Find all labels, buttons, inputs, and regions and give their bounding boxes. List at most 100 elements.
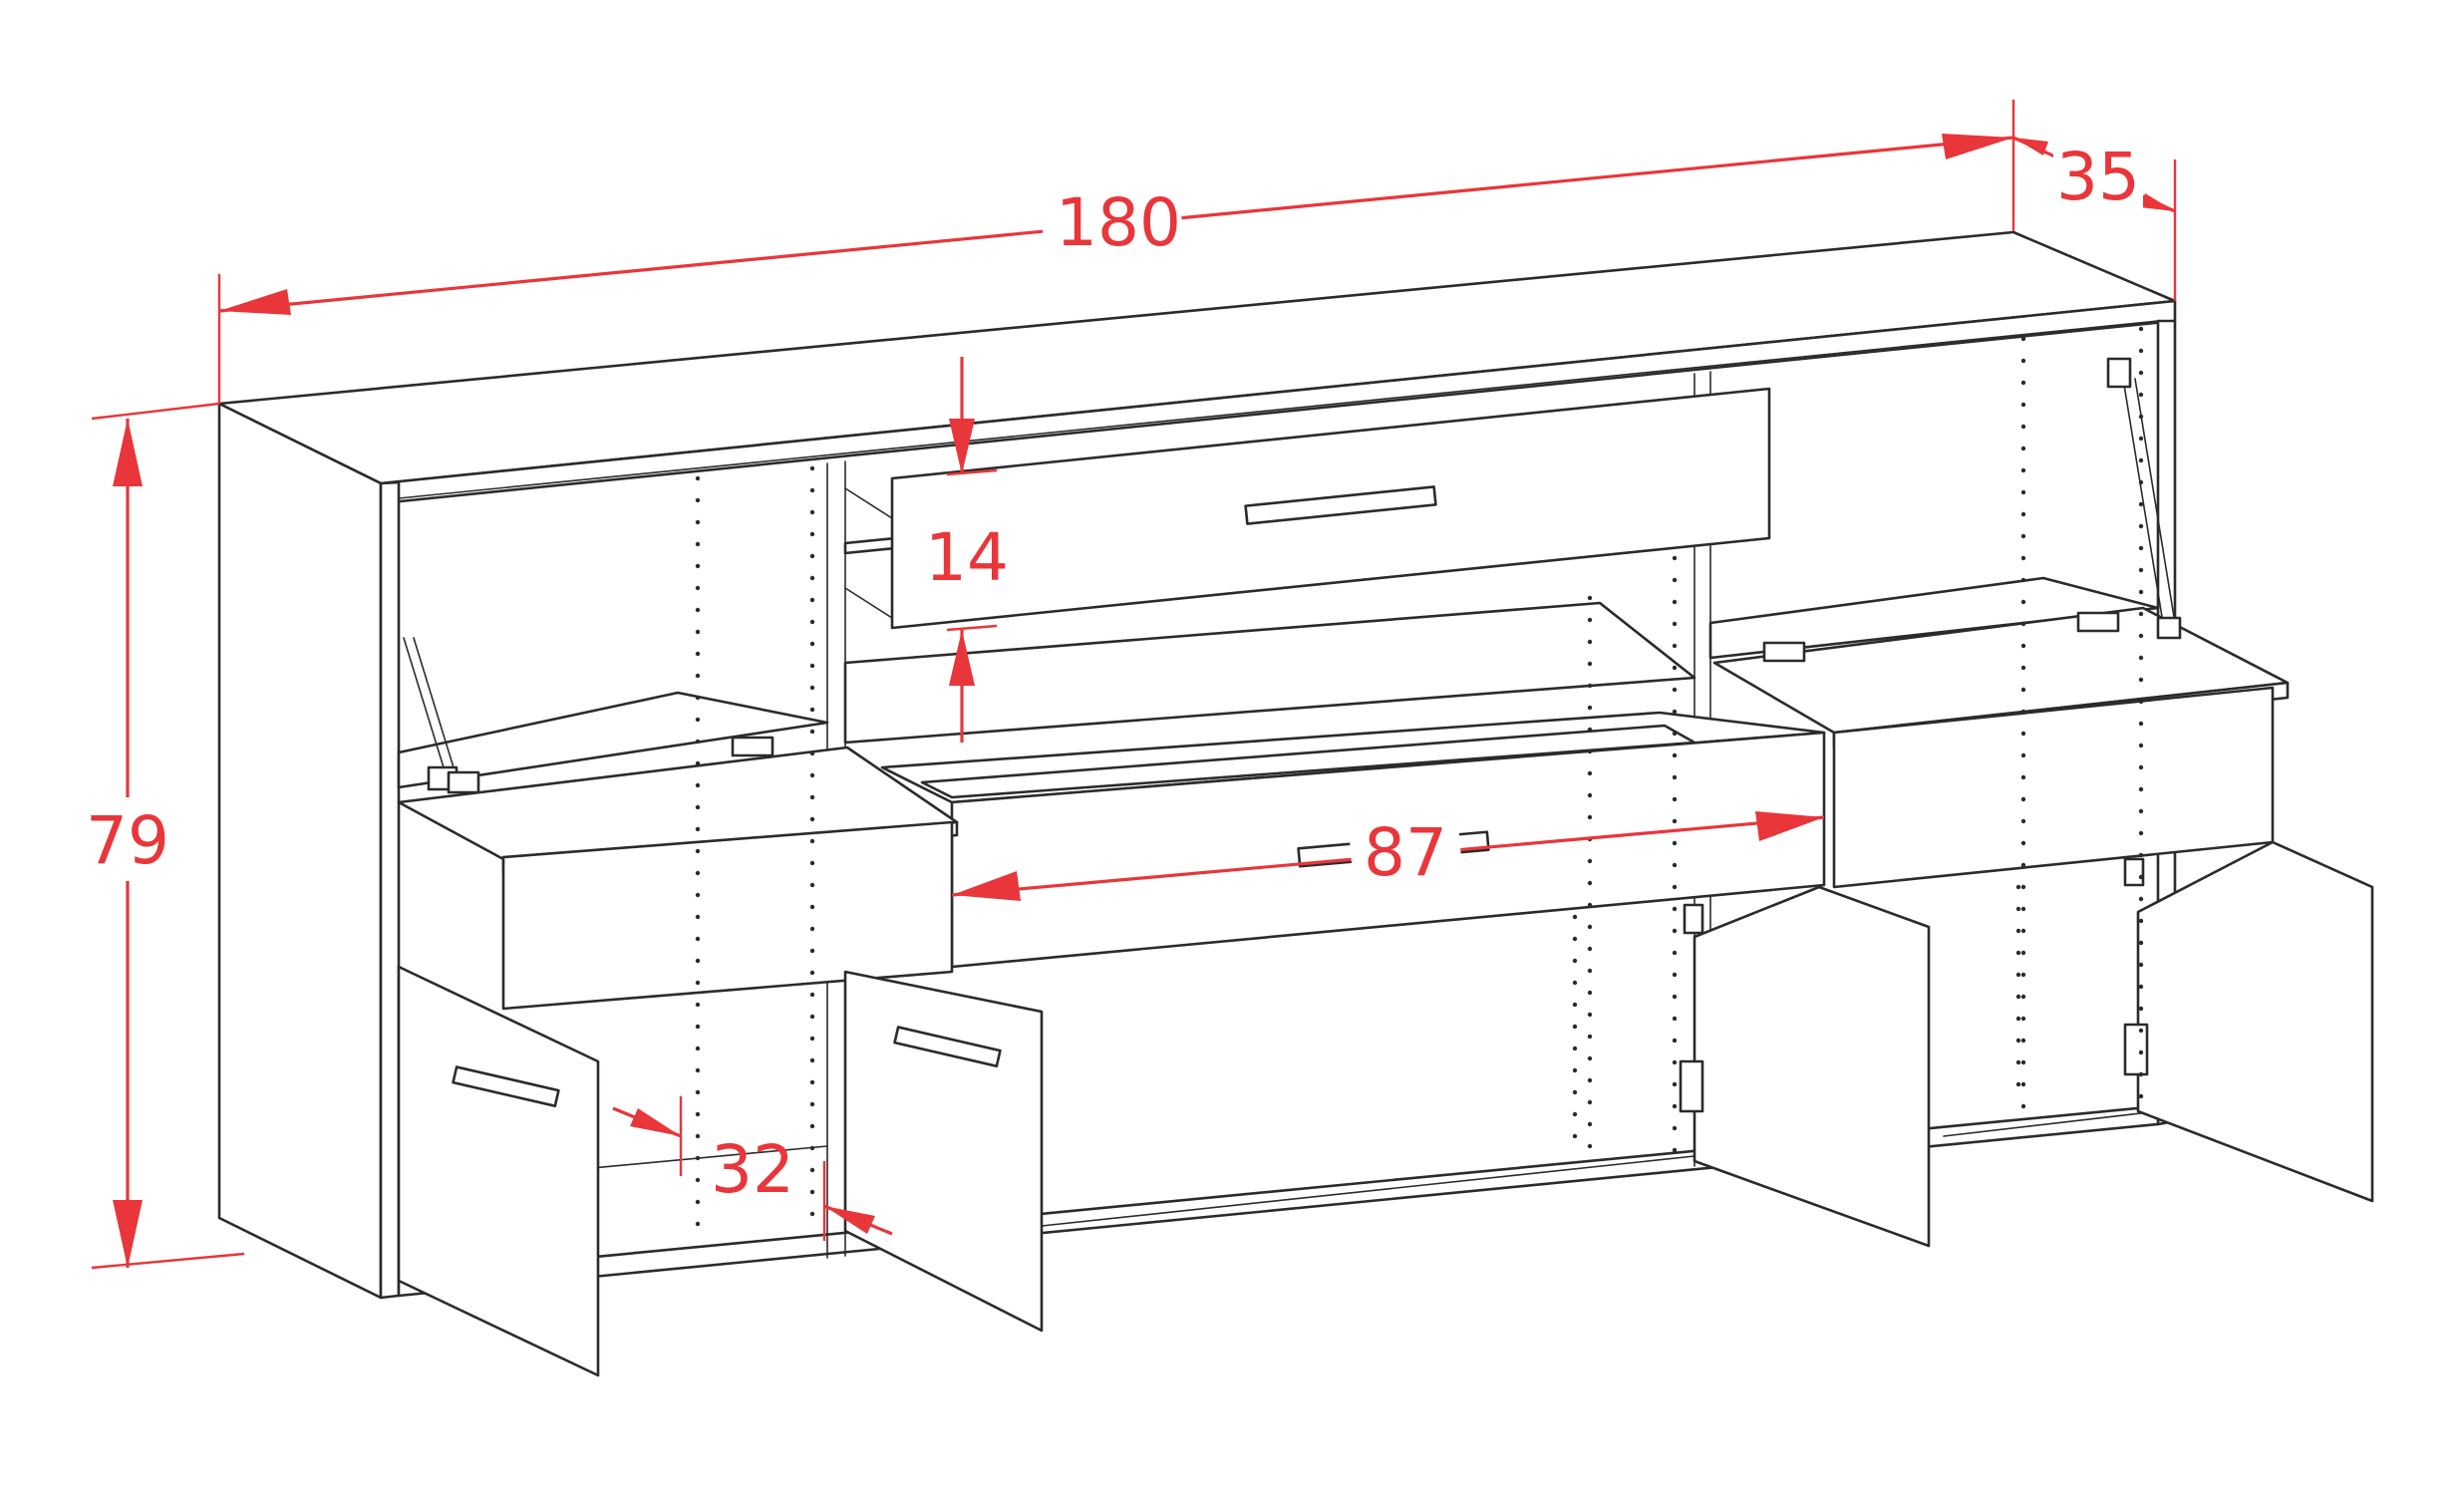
pin-hole [1672, 1081, 1678, 1087]
dimensions: 180 35 79 14 87 [78, 100, 2177, 1270]
pin-hole [1587, 1034, 1593, 1040]
pin-hole [1672, 665, 1678, 671]
pin-hole [2020, 402, 2026, 408]
pin-hole [1672, 1147, 1678, 1153]
pin-hole [809, 597, 815, 603]
pin-hole [809, 729, 815, 735]
pin-hole [1587, 727, 1593, 733]
pin-hole [2020, 862, 2026, 868]
pin-hole [2138, 896, 2144, 902]
pin-hole [2015, 994, 2021, 1000]
hinge-icon [731, 736, 774, 757]
pin-hole [809, 1014, 815, 1020]
pin-hole [2020, 709, 2026, 715]
pin-hole [2138, 808, 2144, 814]
pin-hole [1672, 1016, 1678, 1022]
shelf-pin-holes [695, 326, 2144, 1227]
pin-hole [695, 782, 701, 788]
pin-hole [1672, 709, 1678, 715]
pin-hole [695, 739, 701, 745]
pin-hole [1587, 1121, 1593, 1127]
dim-drawer-height-label: 14 [925, 519, 1009, 596]
pin-hole [1672, 555, 1678, 561]
dim-drawer-width-label: 87 [1364, 814, 1447, 891]
pin-hole [695, 1046, 701, 1051]
pin-hole [695, 1221, 701, 1227]
hinge-icon [2123, 857, 2145, 887]
pin-hole [2138, 501, 2144, 507]
pin-hole [1572, 1111, 1578, 1117]
pin-hole [809, 1101, 815, 1107]
pin-hole [1672, 884, 1678, 890]
pin-hole [2020, 796, 2026, 802]
pin-hole [2020, 1016, 2026, 1022]
pin-hole [1587, 858, 1593, 864]
pin-hole [809, 663, 815, 669]
pin-hole [2138, 1093, 2144, 1099]
pin-hole [1587, 792, 1593, 798]
pin-hole [695, 848, 701, 854]
pin-hole [695, 1199, 701, 1205]
pin-hole [2138, 370, 2144, 376]
pin-hole [2138, 677, 2144, 683]
pin-hole [1572, 1067, 1578, 1073]
pin-hole [1572, 980, 1578, 986]
gas-strut-right [2122, 378, 2164, 624]
hinge-icon [1679, 1059, 1704, 1113]
pin-hole [2020, 643, 2026, 649]
pin-hole [695, 519, 701, 525]
pin-hole [2020, 731, 2026, 737]
pin-hole [2138, 523, 2144, 529]
pin-hole [2138, 655, 2144, 661]
pin-hole [2015, 906, 2021, 912]
pin-hole [1572, 958, 1578, 964]
drawer-top-handle [1244, 485, 1437, 525]
pin-hole [1587, 1055, 1593, 1061]
pin-hole [2015, 972, 2021, 978]
pin-hole [2138, 1006, 2144, 1012]
pin-hole [2020, 840, 2026, 846]
pin-hole [809, 685, 815, 691]
pin-hole [2020, 467, 2026, 473]
pin-hole [2020, 950, 2026, 956]
pin-hole [2020, 489, 2026, 495]
pin-hole [2138, 830, 2144, 836]
hinge-icon [447, 770, 480, 794]
pin-hole [809, 641, 815, 647]
pin-hole [809, 1211, 815, 1217]
pin-hole [809, 707, 815, 713]
pin-hole [1672, 599, 1678, 605]
pin-hole [1672, 972, 1678, 978]
pin-hole [2020, 665, 2026, 671]
pin-hole [1672, 928, 1678, 934]
pin-hole [1587, 705, 1593, 711]
pin-hole [2138, 743, 2144, 748]
pin-hole [1587, 990, 1593, 996]
pin-hole [695, 1133, 701, 1139]
pin-hole [1672, 1103, 1678, 1109]
pin-hole [2020, 928, 2026, 934]
drawer-left-front [501, 820, 954, 1011]
hinge-icon [1762, 641, 1806, 663]
pin-hole [809, 1123, 815, 1129]
pin-hole [2020, 555, 2026, 561]
pin-hole [1587, 968, 1593, 974]
pin-hole [695, 1177, 701, 1183]
pin-hole [809, 553, 815, 559]
pin-hole [809, 970, 815, 976]
pin-hole [2138, 348, 2144, 354]
pin-hole [695, 607, 701, 613]
pin-hole [2015, 1081, 2021, 1087]
door-right-1 [1693, 885, 1931, 1248]
pin-hole [1572, 936, 1578, 942]
pin-hole [1672, 1038, 1678, 1044]
pin-hole [2138, 984, 2144, 990]
pin-hole [2015, 884, 2021, 890]
pin-hole [1672, 1059, 1678, 1065]
hinge-icon [1683, 903, 1704, 935]
pin-hole [695, 541, 701, 547]
pin-hole [2138, 1028, 2144, 1034]
pin-hole [2020, 906, 2026, 912]
pin-hole [2138, 721, 2144, 727]
